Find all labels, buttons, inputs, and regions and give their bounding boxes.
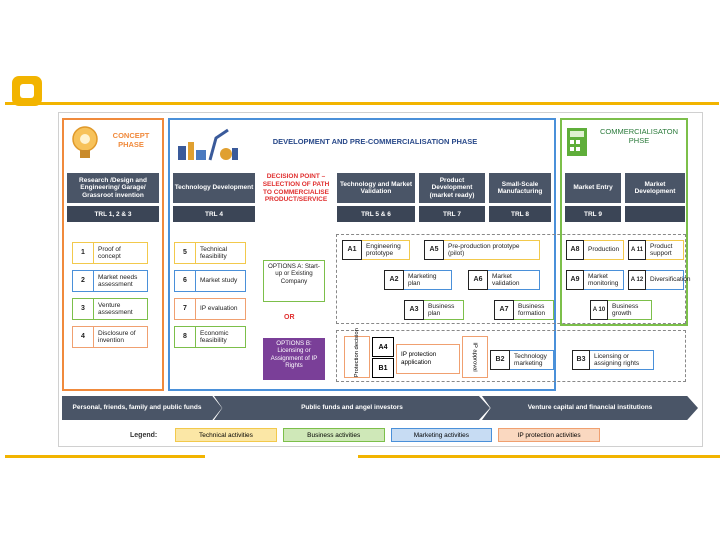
comm-trl-2 [624,205,686,223]
a10-item: A 10 Business growth [590,300,652,320]
dev-trl-2: TRL 5 & 6 [336,205,416,223]
concept-title: CONCEPT PHASE [112,131,150,149]
b1-label: B1 [372,358,394,378]
legend: Legend: Technical activities Business ac… [130,426,600,444]
concept-item-4: 4 Disclosure of invention [72,326,148,348]
factory-icon [176,124,240,164]
comm-trl-1: TRL 9 [564,205,622,223]
a8-item: A8 Production [566,240,624,260]
dev-header-3: Product Development (market ready) [418,172,486,204]
b3-item: B3 Licensing or assigning rights [572,350,654,370]
dev-item-6: 6 Market study [174,270,246,292]
dev-header-2: Technology and Market Validation [336,172,416,204]
ip-approval-box: IP approval [462,336,488,378]
comm-header-2: Market Development [624,172,686,204]
dev-item-7: 7 IP evaluation [174,298,246,320]
concept-phase-box [62,118,164,391]
option-b: OPTIONS B: Licensing or Assignment of IP… [263,338,325,380]
bulb-icon [70,124,100,164]
dev-trl-1: TRL 4 [172,205,256,223]
dev-item-5: 5 Technical feasibility [174,242,246,264]
a9-item: A9 Market monitoring [566,270,624,290]
a11-item: A 11 Product support [628,240,684,260]
top-rule [5,102,719,105]
concept-item-1: 1 Proof of concept [72,242,148,264]
logo-hole [20,84,34,98]
funding-band-1: Personal, friends, family and public fun… [62,396,222,420]
funding-band-2: Public funds and angel investors [214,396,490,420]
dev-trl-4: TRL 8 [488,205,552,223]
option-a: OPTIONS A: Start-up or Existing Company [263,260,325,302]
b2-item: B2 Technology marketing [490,350,554,370]
legend-marketing: Marketing activities [390,428,493,442]
a12-item: A 12 Diversification [628,270,690,290]
option-b-group [336,330,686,382]
legend-ip: IP protection activities [498,428,600,442]
a4-label: A4 [372,337,394,357]
a6-item: A6 Market validation [468,270,540,290]
concept-trl: TRL 1, 2 & 3 [66,205,160,223]
legend-business: Business activities [282,428,385,442]
development-phase-box [168,118,556,391]
a2-item: A2 Marketing plan [384,270,452,290]
concept-item-3: 3 Venture assessment [72,298,148,320]
option-a-group [336,234,686,324]
decision-point: DECISION POINT – SELECTION OF PATH TO CO… [258,172,334,223]
a7-item: A7 Business formation [494,300,554,320]
a3-item: A3 Business plan [404,300,464,320]
development-title: DEVELOPMENT AND PRE-COMMERCIALISATION PH… [272,137,478,146]
protection-decision: Protection decision [344,328,370,378]
commercialisation-title: COMMERCIALISATON PHSE [599,127,679,145]
dev-header-1: Technology Development [172,172,256,204]
bottom-rule-right [358,455,720,458]
legend-technical: Technical activities [175,428,277,442]
calculator-icon [565,124,591,160]
ip-protection-box: IP protection application [396,344,460,374]
a5-item: A5 Pre-production prototype (pilot) [424,240,540,260]
concept-header: Research /Design and Engineering/ Garage… [66,172,160,204]
dev-header-4: Small-Scale Manufacturing [488,172,552,204]
a1-item: A1 Engineering prototype [342,240,410,260]
dev-trl-3: TRL 7 [418,205,486,223]
comm-header-1: Market Entry [564,172,622,204]
dev-item-8: 8 Economic feasibility [174,326,246,348]
commercialisation-phase-box [560,118,688,326]
bottom-rule [5,455,205,458]
or-label: OR [284,314,295,321]
funding-band-3: Venture capital and financial institutio… [482,396,698,420]
concept-item-2: 2 Market needs assessment [72,270,148,292]
